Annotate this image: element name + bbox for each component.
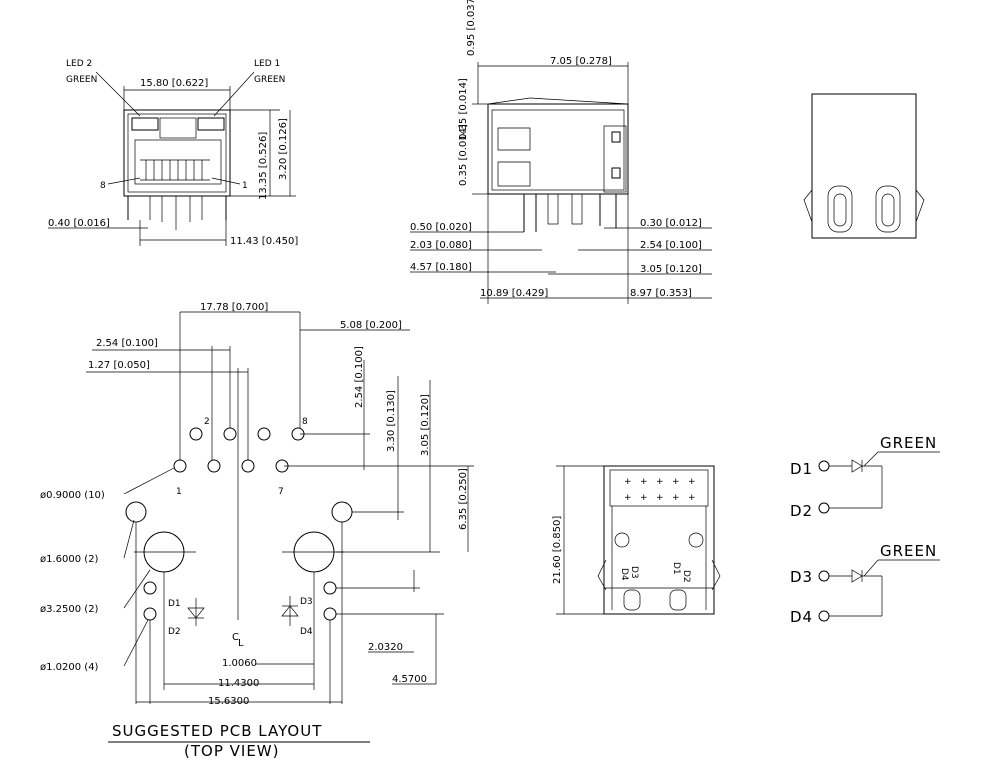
bottom-depth-dim: 21.60 [0.850] [552, 516, 563, 584]
pcb-254-dim: 2.54 [0.100] [96, 338, 158, 349]
pcb-1778-dim: 17.78 [0.700] [200, 302, 268, 313]
jack-contacts [140, 159, 210, 181]
svg-text:+: + [688, 493, 696, 503]
bottom-contact-marks: + + + + + + + + + + [624, 477, 696, 503]
side-p2-dim: 2.03 [0.080] [410, 240, 472, 251]
pcb-subtitle: (TOP VIEW) [184, 742, 279, 760]
svg-text:+: + [640, 477, 648, 487]
pcb-127-dim: 1.27 [0.050] [88, 360, 150, 371]
hole-160-callout: ø1.6000 (2) [40, 554, 99, 565]
pcb-diode-left [187, 598, 205, 626]
bottom-d2: D2 [681, 570, 691, 583]
pcb-centerline-l: L [238, 638, 244, 649]
pcb-diode-right [281, 596, 299, 626]
schematic-d2: D2 [790, 502, 813, 520]
front-view: 15.80 [0.622] LED 2 GREEN LED 1 GREEN 13… [48, 59, 298, 247]
pcb-2032-dim: 2.0320 [368, 642, 403, 653]
pcb-pin-2: 2 [204, 417, 210, 427]
svg-text:+: + [672, 477, 680, 487]
hole-102-callout: ø1.0200 (4) [40, 662, 99, 673]
schematic-d3: D3 [790, 568, 813, 586]
side-r4-dim: 8.97 [0.353] [630, 288, 692, 299]
hole-325-callout: ø3.2500 (2) [40, 604, 99, 615]
side-r3-dim: 3.05 [0.120] [640, 264, 702, 275]
front-pins [127, 196, 227, 230]
svg-text:+: + [672, 493, 680, 503]
led1-color: GREEN [254, 75, 285, 85]
side-r2-dim: 2.54 [0.100] [640, 240, 702, 251]
pcb-title: SUGGESTED PCB LAYOUT [112, 722, 322, 740]
bottom-view: + + + + + + + + + + D4 D3 D2 D1 21.60 [0… [552, 465, 721, 615]
svg-text:+: + [624, 493, 632, 503]
front-pin-width-dim: 0.40 [0.016] [48, 218, 110, 229]
svg-text:+: + [656, 493, 664, 503]
side-depth-top-dim: 7.05 [0.278] [550, 56, 612, 67]
side-p1-dim: 0.50 [0.020] [410, 222, 472, 233]
pcb-layout: 17.78 [0.700] 5.08 [0.200] 2.54 [0.100] … [40, 302, 474, 760]
bottom-d4: D4 [619, 568, 629, 581]
pcb-d3: D3 [300, 597, 313, 607]
side-d014-dim: 0.35 [0.014] [458, 78, 469, 140]
rear-view [803, 93, 925, 239]
front-pin-8: 8 [100, 181, 106, 191]
side-body-dim: 0.35 [0.014] [458, 124, 469, 186]
led2-color: GREEN [66, 75, 97, 85]
svg-text:+: + [624, 477, 632, 487]
hole-090-callout: ø0.9000 (10) [40, 490, 105, 501]
pcb-1563-dim: 15.6300 [208, 696, 249, 707]
schematic-d1: D1 [790, 460, 813, 478]
schematic-d4: D4 [790, 608, 813, 626]
side-r1-dim: 0.30 [0.012] [640, 218, 702, 229]
bottom-d1: D1 [671, 562, 681, 575]
pcb-1006-dim: 1.0060 [222, 658, 257, 669]
schematic-green-1: GREEN [880, 434, 937, 452]
pcb-d1: D1 [168, 599, 181, 609]
bottom-d3: D3 [629, 566, 639, 579]
pcb-1143-dim: 11.4300 [218, 678, 259, 689]
pcb-v330-dim: 3.30 [0.130] [386, 390, 397, 452]
schematic-green-2: GREEN [880, 542, 937, 560]
pcb-centerline-c: C [232, 632, 239, 643]
pcb-v305-dim: 3.05 [0.120] [420, 394, 431, 456]
pcb-457-dim: 4.5700 [392, 674, 427, 685]
svg-text:+: + [656, 477, 664, 487]
front-top-dim: 3.20 [0.126] [278, 118, 289, 180]
led-schematic: GREEN D1 D2 GREEN D3 D4 [790, 434, 940, 626]
side-p3-dim: 4.57 [0.180] [410, 262, 472, 273]
front-pin-1: 1 [242, 181, 248, 191]
pcb-pin-8: 8 [302, 417, 308, 427]
pcb-d2: D2 [168, 627, 181, 637]
led2-label: LED 2 [66, 59, 92, 69]
pcb-508-dim: 5.08 [0.200] [340, 320, 402, 331]
pcb-pin-7: 7 [278, 487, 284, 497]
front-height-dim: 13.35 [0.526] [258, 132, 269, 200]
pcb-pin-1: 1 [176, 487, 182, 497]
pcb-v254-dim: 2.54 [0.100] [354, 346, 365, 408]
pcb-v635-dim: 6.35 [0.250] [458, 468, 469, 530]
side-view: 0.95 [0.037] 7.05 [0.278] 0.35 [0.014] 0… [410, 0, 712, 304]
svg-text:+: + [640, 493, 648, 503]
svg-text:+: + [688, 477, 696, 487]
front-width-dim: 15.80 [0.622] [140, 78, 208, 89]
side-top-offset-dim: 0.95 [0.037] [466, 0, 477, 56]
front-pin-span-dim: 11.43 [0.450] [230, 236, 298, 247]
pcb-d4: D4 [300, 627, 313, 637]
side-p4-dim: 10.89 [0.429] [480, 288, 548, 299]
led1-label: LED 1 [254, 59, 280, 69]
